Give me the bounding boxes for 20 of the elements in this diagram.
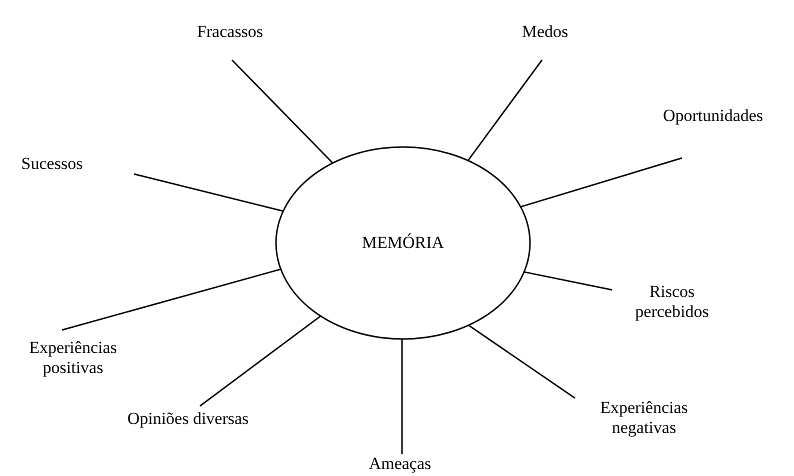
- concept-label: Opiniões diversas: [127, 409, 249, 428]
- connector-line: [62, 268, 282, 331]
- connector-line: [467, 60, 543, 161]
- concept-label: Riscos percebidos: [635, 282, 709, 321]
- center-label: MEMÓRIA: [362, 233, 444, 253]
- connector-line: [231, 59, 334, 164]
- concept-label: Sucessos: [21, 154, 83, 173]
- concept-label: Ameaças: [368, 454, 432, 473]
- concept-label: Fracassos: [196, 22, 264, 41]
- connector-line: [520, 157, 682, 208]
- connector-line: [524, 271, 612, 291]
- memory-ellipse: [275, 146, 531, 340]
- concept-label: Experiências negativas: [600, 398, 688, 437]
- connector-line: [200, 315, 322, 407]
- connector-line: [134, 173, 284, 212]
- concept-label: Medos: [522, 22, 568, 41]
- concept-label: Oportunidades: [662, 106, 764, 125]
- connector-line: [468, 324, 576, 399]
- connector-line: [401, 339, 403, 454]
- concept-label: Experiências positivas: [29, 338, 117, 377]
